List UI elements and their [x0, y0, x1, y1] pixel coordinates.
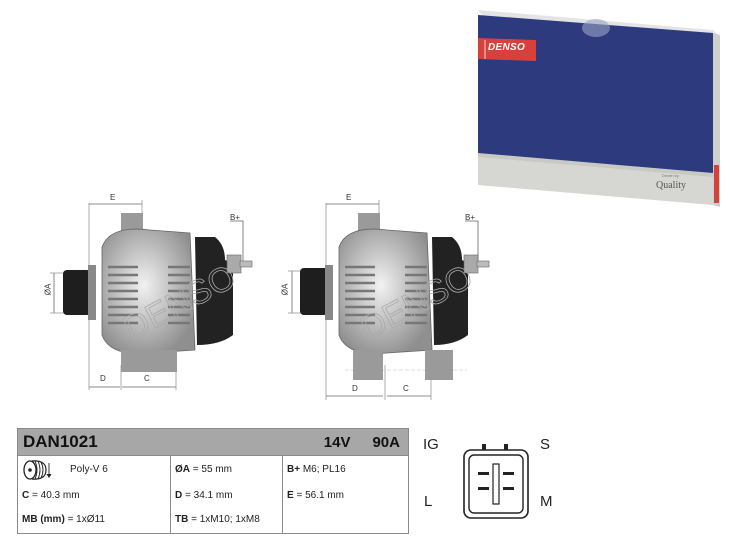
- spec-column-3: B+ M6; PL16 E = 56.1 mm: [283, 456, 408, 533]
- alternator-illustration: DENSO: [288, 200, 490, 400]
- spec-mb: MB (mm) = 1xØ11: [22, 514, 105, 525]
- connector-plug-icon: [463, 444, 529, 519]
- tagline: Quality: [656, 180, 686, 191]
- spec-d: D = 34.1 mm: [175, 490, 233, 501]
- amperage: 90A: [372, 433, 400, 451]
- alternator-drawing-side: DENSO E B+ ØA D C: [275, 185, 505, 410]
- brand-logo: DENSO: [488, 42, 526, 53]
- spec-column-2: ØA = 55 mm D = 34.1 mm TB = 1xM10; 1xM8: [171, 456, 283, 533]
- dim-label-e: E: [346, 193, 352, 202]
- denso-box-illustration: [478, 10, 720, 207]
- terminal-label-m: M: [540, 493, 553, 510]
- dim-label-a: ØA: [280, 283, 290, 296]
- spec-tb: TB = 1xM10; 1xM8: [175, 514, 260, 525]
- dim-label-a: ØA: [43, 283, 53, 296]
- dim-label-d: D: [352, 384, 358, 393]
- spec-column-1: Poly-V 6 C = 40.3 mm MB (mm) = 1xØ11: [18, 456, 171, 533]
- terminal-label-l: L: [424, 493, 433, 510]
- terminal-label-ig: IG: [423, 436, 439, 453]
- part-number: DAN1021: [23, 432, 98, 451]
- pulley-type: Poly-V 6: [70, 464, 108, 475]
- dim-label-c: C: [144, 374, 150, 383]
- dim-label-c: C: [403, 384, 409, 393]
- dim-label-d: D: [100, 374, 106, 383]
- spec-c: C = 40.3 mm: [22, 490, 80, 501]
- tagline-small: Driven by: [662, 173, 679, 178]
- dim-label-e: E: [110, 193, 116, 202]
- spec-table: DAN1021 14V 90A Poly-V 6 C = 40.3 mm MB …: [17, 428, 409, 534]
- terminal-label-s: S: [540, 436, 551, 453]
- spec-header: DAN1021 14V 90A: [18, 429, 408, 456]
- voltage: 14V: [323, 433, 351, 451]
- product-box-image: DENSO Driven by Quality: [468, 5, 723, 210]
- spec-a: ØA = 55 mm: [175, 464, 232, 475]
- pulley-icon: [23, 460, 52, 480]
- alternator-illustration: DENSO: [50, 200, 253, 390]
- spec-b-plus: B+ M6; PL16: [287, 464, 346, 475]
- alternator-drawing-front: DENSO E B+ ØA D C: [40, 185, 270, 405]
- connector-diagram: IG S L M: [423, 430, 553, 530]
- spec-e: E = 56.1 mm: [287, 490, 344, 501]
- dim-label-b-plus: B+: [465, 213, 476, 222]
- dim-label-b-plus: B+: [230, 213, 241, 222]
